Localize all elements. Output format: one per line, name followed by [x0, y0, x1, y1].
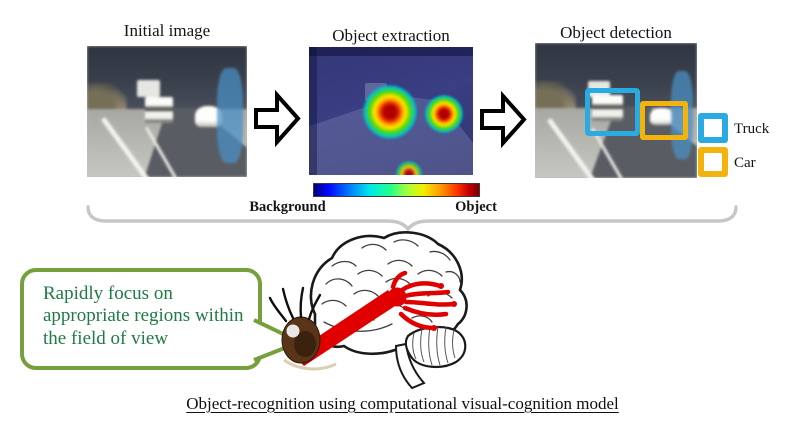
initial-image [87, 46, 247, 177]
legend-label-car: Car [734, 155, 756, 171]
curly-brace [86, 205, 738, 232]
cerebellum [404, 326, 467, 368]
detection-image [535, 43, 697, 178]
heatmap-image [309, 47, 473, 175]
pathway-node [387, 287, 407, 307]
saliency-hotspot-truck [363, 85, 417, 139]
panel-label-initial-image: Initial image [123, 21, 211, 40]
block-arrow-right-icon [480, 91, 527, 148]
brainstem [394, 342, 426, 390]
colorbar [313, 183, 480, 197]
truck-vehicle [145, 97, 173, 123]
saliency-hotspot-small [396, 161, 422, 175]
block-arrow-right-icon [254, 90, 301, 147]
lower-eyelid-line [283, 358, 337, 371]
figure-caption: Object-recognition using computational v… [186, 394, 619, 413]
eyelashes [268, 286, 322, 323]
saliency-hotspot-car [425, 95, 463, 133]
legend-label-truck: Truck [734, 121, 770, 137]
panel-label-object-detection: Object detection [560, 23, 672, 42]
brain-illustration [268, 231, 468, 390]
bounding-box-car [640, 101, 688, 140]
speech-bubble-text: Rapidly focus on appropriate regions wit… [43, 283, 244, 349]
panel-label-object-extraction: Object extraction [332, 26, 450, 45]
colorbar-label-background: Background [249, 199, 326, 215]
colorbar-label-object: Object [455, 199, 497, 215]
speech-bubble: Rapidly focus on appropriate regions wit… [20, 268, 262, 370]
truck-vehicle [592, 95, 623, 121]
car-vehicle [650, 108, 673, 125]
car-vehicle [195, 106, 222, 127]
legend-swatch-car [698, 147, 728, 177]
road-scene [87, 46, 247, 177]
legend-swatch-truck [698, 113, 728, 143]
bounding-box-truck [585, 88, 640, 136]
cerebellum-folia-lines [412, 325, 456, 366]
eye-icon [268, 286, 322, 364]
